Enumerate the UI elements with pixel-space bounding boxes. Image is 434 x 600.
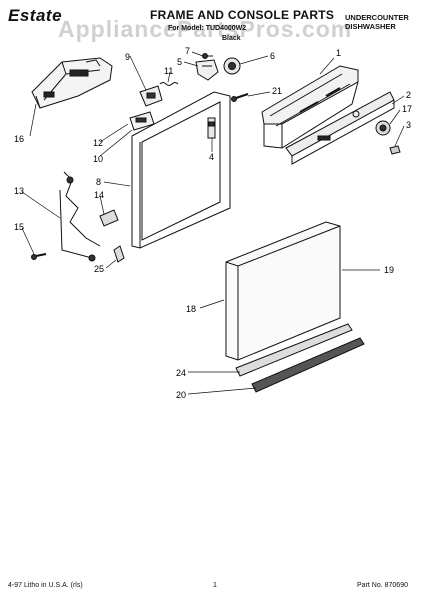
callout-6: 6 bbox=[270, 51, 275, 61]
part-17-knob bbox=[375, 120, 391, 136]
callout-14: 14 bbox=[94, 190, 104, 200]
callout-20: 20 bbox=[176, 390, 186, 400]
part-20-bottom-trim bbox=[251, 337, 365, 393]
part-8-door-frame bbox=[131, 91, 231, 249]
part-4-strike bbox=[207, 117, 216, 139]
part-11-spring bbox=[159, 82, 179, 86]
litho-note: 4-97 Litho in U.S.A. (rls) bbox=[8, 582, 83, 589]
callout-5: 5 bbox=[177, 57, 182, 67]
part-number: Part No. 870690 bbox=[357, 582, 408, 589]
callout-25: 25 bbox=[94, 264, 104, 274]
callout-7: 7 bbox=[185, 46, 190, 56]
callout-4: 4 bbox=[209, 152, 214, 162]
callout-3: 3 bbox=[406, 120, 411, 130]
part-21-screw bbox=[231, 93, 249, 102]
part-5-bracket bbox=[195, 59, 219, 81]
part-2-control-panel bbox=[285, 91, 395, 165]
watermark: AppliancePartsPros.com bbox=[58, 16, 353, 42]
part-7-screw bbox=[202, 53, 213, 59]
callout-8: 8 bbox=[96, 177, 101, 187]
callout-2: 2 bbox=[406, 90, 411, 100]
part-6-switch bbox=[223, 57, 241, 75]
callout-1: 1 bbox=[336, 48, 341, 58]
part-16-vent-assembly bbox=[31, 57, 113, 109]
callout-24: 24 bbox=[176, 368, 186, 378]
callout-18: 18 bbox=[186, 304, 196, 314]
callout-11: 11 bbox=[164, 66, 173, 76]
part-19-door-panel bbox=[225, 221, 341, 361]
callout-19: 19 bbox=[384, 265, 394, 275]
page-number: 1 bbox=[213, 582, 217, 589]
callout-9: 9 bbox=[125, 52, 130, 62]
leader-lines bbox=[21, 51, 405, 395]
category-line-2: DISHWASHER bbox=[345, 22, 396, 31]
part-15-screw bbox=[31, 253, 47, 260]
part-9-latch bbox=[139, 85, 163, 107]
part-1-console-panel bbox=[261, 65, 359, 149]
callout-17: 17 bbox=[402, 104, 412, 114]
diagram-title: FRAME AND CONSOLE PARTS bbox=[150, 8, 335, 22]
category-label: UNDERCOUNTER DISHWASHER bbox=[345, 13, 429, 31]
brand-logo: Estate bbox=[8, 6, 63, 25]
category-line-1: UNDERCOUNTER bbox=[345, 13, 409, 22]
callout-16: 16 bbox=[14, 134, 24, 144]
part-12-latch-bracket bbox=[129, 111, 155, 131]
callout-12: 12 bbox=[93, 138, 103, 148]
model-line: For Model: TUD4000W2 bbox=[168, 25, 247, 32]
part-24-trim bbox=[235, 323, 353, 377]
callout-21: 21 bbox=[272, 86, 282, 96]
part-14-door-switch bbox=[99, 209, 119, 227]
color-line: Black bbox=[222, 35, 241, 42]
part-13-wire-harness bbox=[59, 171, 101, 262]
callout-15: 15 bbox=[14, 222, 24, 232]
part-3-knob-insert bbox=[389, 145, 401, 155]
part-25-clip bbox=[113, 245, 125, 263]
callout-13: 13 bbox=[14, 186, 24, 196]
callout-10: 10 bbox=[93, 154, 103, 164]
